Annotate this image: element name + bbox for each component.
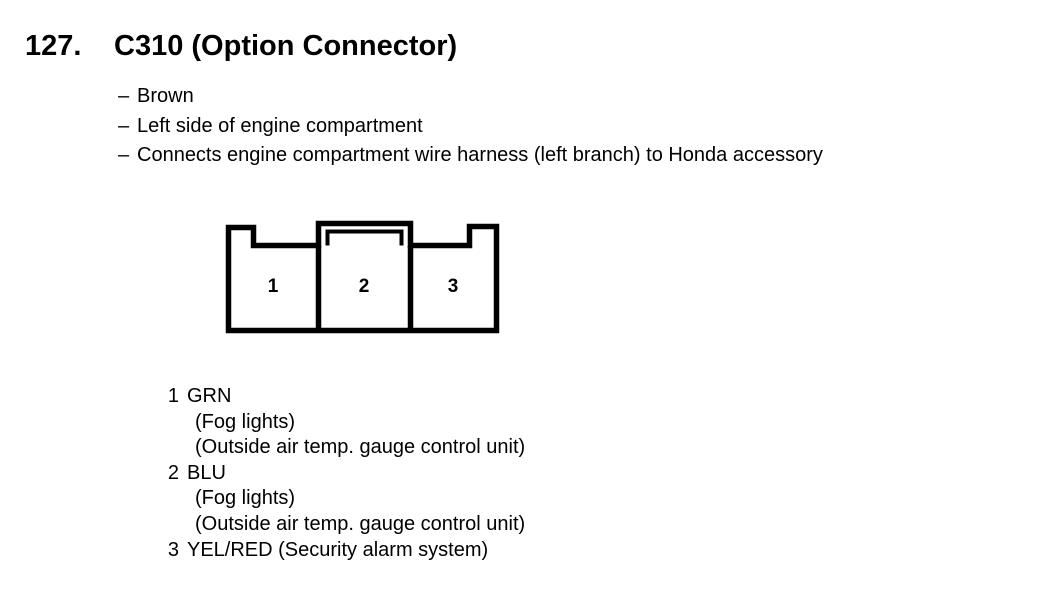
- description-item-text: Brown: [137, 85, 194, 107]
- cavity-label-3: 3: [448, 276, 459, 297]
- page-title: 127. C310 (Option Connector): [25, 29, 457, 63]
- legend-pin-wire-color: YEL/RED (Security alarm system): [187, 538, 489, 561]
- page-title-number: 127.: [25, 30, 82, 62]
- legend-pin-note: (Fog lights): [195, 487, 296, 510]
- locking-tab-inner-outline: [325, 229, 404, 246]
- description-item: –Brown: [118, 82, 823, 112]
- description-item: –Left side of engine compartment: [118, 112, 823, 142]
- description-item-text: Left side of engine compartment: [137, 114, 423, 137]
- legend-pin-note: (Fog lights): [195, 410, 296, 433]
- connector-body-outline: [225, 220, 500, 334]
- description-dash-bullet: –: [118, 144, 130, 166]
- legend-pin-number: 1: [167, 385, 179, 407]
- description-item-text: Connects engine compartment wire harness…: [137, 144, 823, 166]
- legend-pin-entry: 2 BLU (Fog lights)(Outside air temp. gauge…: [150, 461, 525, 538]
- legend-pin-wire-color: BLU: [187, 461, 226, 484]
- page-title-name: C310 (Option Connector): [114, 30, 458, 62]
- legend-pin-wire-color: GRN: [187, 385, 232, 407]
- cavity-label-1: 1: [268, 276, 279, 297]
- legend-pin-number: 3: [167, 538, 179, 561]
- description-dash-bullet: –: [118, 114, 130, 137]
- legend-pin-main-line: 1 GRN: [150, 384, 525, 410]
- description-list: –Brown–Left side of engine compartment–C…: [118, 82, 823, 171]
- description-item: –Connects engine compartment wire harnes…: [118, 141, 823, 171]
- connector-illustration: 1 2 3: [220, 215, 506, 340]
- legend-pin-note: (Outside air temp. gauge control unit): [195, 512, 526, 535]
- cavity-label-2: 2: [359, 276, 370, 297]
- legend-pin-main-line: 2 BLU: [150, 461, 525, 487]
- legend-pin-main-line: 3 YEL/RED (Security alarm system): [150, 538, 525, 564]
- legend-pin-note: (Outside air temp. gauge control unit): [195, 436, 526, 459]
- description-dash-bullet: –: [118, 85, 130, 107]
- legend-pin-entry: 1 GRN (Fog lights) (Outside air temp. gauge…: [150, 384, 525, 461]
- legend-pin-entry: 3 YEL/RED (Security alarm system): [150, 538, 525, 564]
- legend-pin-number: 2: [167, 461, 179, 484]
